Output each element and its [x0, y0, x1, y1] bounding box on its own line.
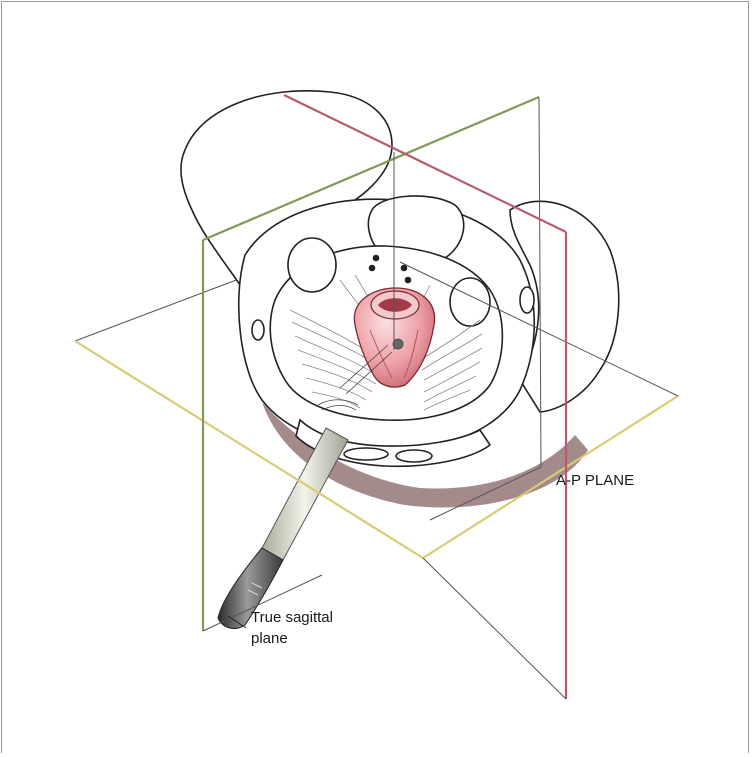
ap-plane-label: A-P PLANE: [556, 470, 634, 491]
sagittal-label-line2: plane: [251, 628, 333, 649]
pelvis-illustration: [181, 91, 619, 466]
sagittal-plane-label: True sagittal plane: [251, 607, 333, 649]
ultrasound-probe-icon: [218, 428, 348, 629]
sagittal-label-line1: True sagittal: [251, 607, 333, 628]
